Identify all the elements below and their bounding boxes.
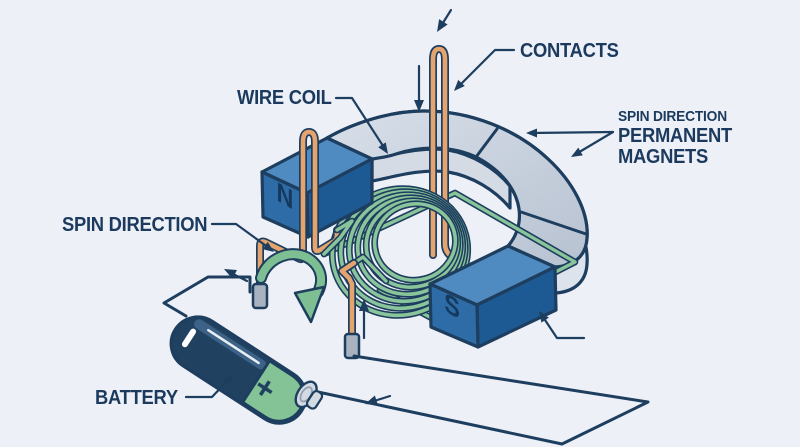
label-spin-direction-right: SPIN DIRECTION xyxy=(618,108,727,124)
spin-direction-arrow xyxy=(255,248,328,324)
circuit-wire-left xyxy=(162,275,252,318)
battery-minus-mark xyxy=(181,328,197,348)
battery: + xyxy=(169,315,324,425)
label-permanent-magnets-1: PERMANENT xyxy=(618,125,733,147)
battery-gloss-line xyxy=(207,328,260,365)
leader-wire-coil xyxy=(334,96,388,154)
current-arrow-bottom-wire xyxy=(365,394,392,406)
label-permanent-magnets-2: MAGNETS xyxy=(618,146,708,168)
contact-wire-right xyxy=(338,253,390,360)
contact-hairpin-center xyxy=(429,45,461,265)
leader-contacts xyxy=(454,48,516,91)
current-arrow-into-contact xyxy=(437,8,453,32)
spin-arrow-head xyxy=(293,285,326,324)
terminal-cap-left xyxy=(251,282,269,310)
pole-s-letter: S xyxy=(444,286,460,325)
coil-frame-wire xyxy=(320,189,579,331)
contact-hairpin-left xyxy=(251,128,356,310)
label-battery: BATTERY xyxy=(95,387,178,409)
pole-n-letter: N xyxy=(277,176,294,216)
battery-terminal-nub xyxy=(305,389,324,410)
current-arrow-down-top xyxy=(414,64,424,112)
leader-battery xyxy=(184,374,234,399)
leader-pole-s xyxy=(539,311,586,340)
terminal-cap-right xyxy=(343,332,361,360)
pole-s-front-face xyxy=(428,282,480,349)
label-contacts: CONTACTS xyxy=(520,40,619,62)
label-wire-coil: WIRE COIL xyxy=(237,87,332,109)
label-spin-direction-left: SPIN DIRECTION xyxy=(62,214,207,236)
magnet-joint-line xyxy=(474,127,499,159)
magnet-joint-line xyxy=(519,210,588,236)
leader-permanent-magnets-upper xyxy=(526,128,615,138)
leader-spin-direction-left xyxy=(210,222,274,252)
wire-coil xyxy=(328,185,472,319)
current-arrow-up-right xyxy=(359,299,369,340)
leader-permanent-magnets-lower xyxy=(571,130,615,157)
pole-n-front-face xyxy=(260,170,310,239)
current-arrow-left-wire xyxy=(224,269,249,283)
circuit-wire-bottom xyxy=(316,354,650,446)
battery-positive-cap xyxy=(241,359,306,423)
magnet-pole-s: S xyxy=(428,244,558,349)
